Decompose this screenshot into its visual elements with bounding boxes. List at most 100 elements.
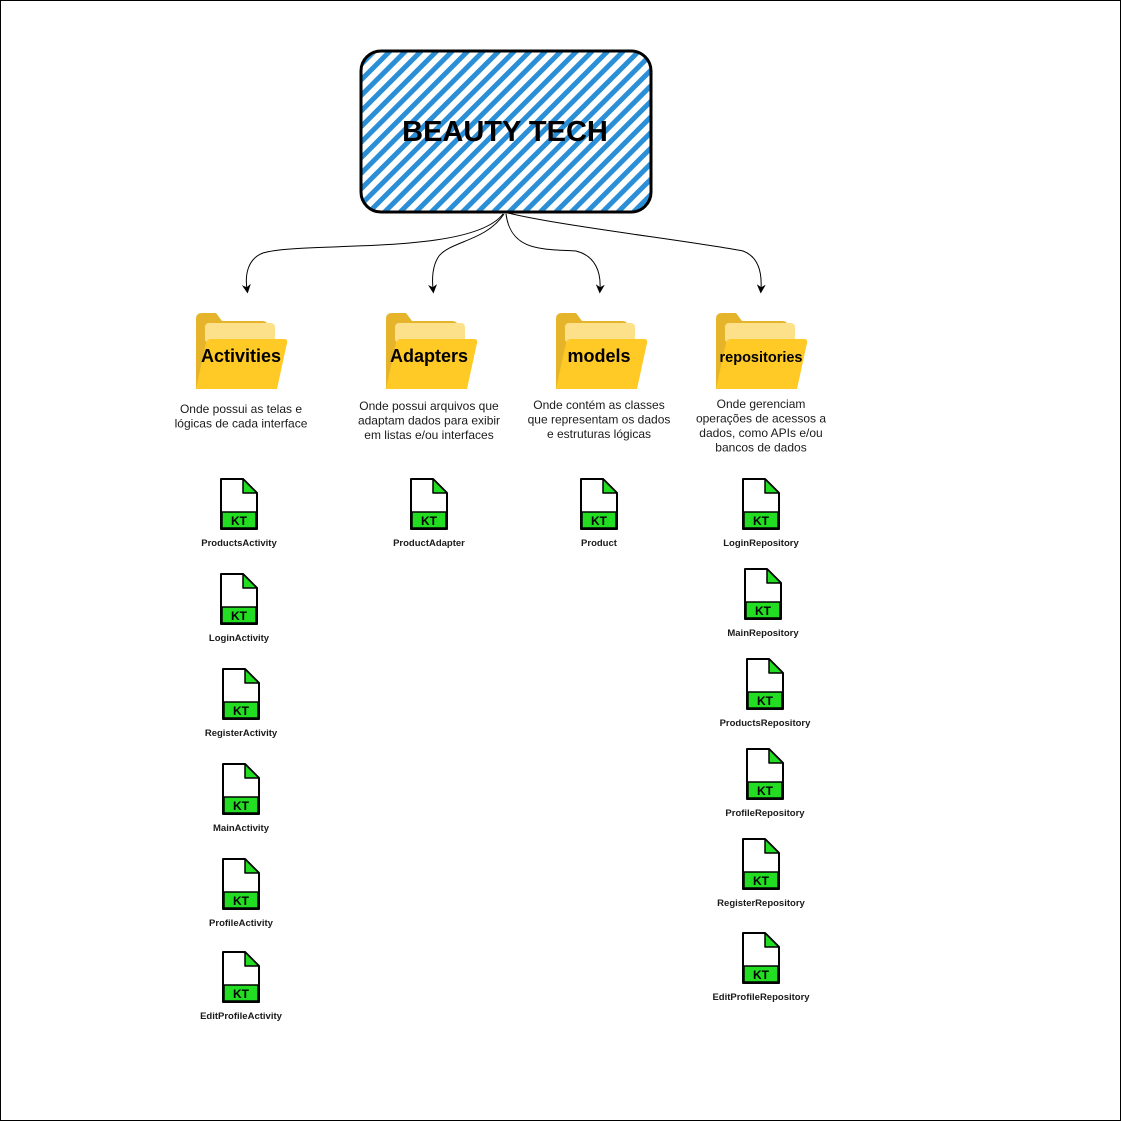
kt-badge-label: KT	[591, 514, 608, 528]
kt-badge	[743, 511, 779, 529]
kotlin-file-item: KT MainRepository	[727, 568, 799, 639]
file-corner-fold	[244, 858, 260, 874]
root-title: BEAUTY TECH	[402, 116, 608, 148]
kt-badge	[223, 796, 259, 814]
file-corner-fold	[764, 478, 780, 494]
connectors	[241, 212, 766, 294]
file-name-label: RegisterRepository	[717, 898, 805, 909]
folder-icon	[386, 313, 478, 389]
connector-arrow-repositories	[507, 212, 766, 294]
file-corner-fold	[766, 568, 782, 584]
file-name-label: RegisterActivity	[205, 728, 278, 739]
file-name-label: MainActivity	[213, 823, 270, 834]
kotlin-file-item: KT MainActivity	[213, 763, 270, 834]
folder-description-line: Onde possui arquivos que	[359, 399, 499, 413]
kotlin-file-item: KT ProductsRepository	[720, 658, 812, 729]
file-corner-fold	[768, 658, 784, 674]
connector-arrow-adapters	[428, 213, 505, 294]
kotlin-file-item: KT EditProfileActivity	[200, 951, 283, 1022]
kt-badge-label: KT	[233, 987, 250, 1001]
file-corner-fold	[768, 748, 784, 764]
connector-arrow-activities	[241, 213, 504, 294]
file-corner-fold	[432, 478, 448, 494]
kt-badge	[743, 871, 779, 889]
file-name-label: ProfileActivity	[209, 918, 274, 929]
file-corner-fold	[602, 478, 618, 494]
file-name-label: ProductsRepository	[720, 718, 812, 729]
kt-badge-label: KT	[753, 968, 770, 982]
kotlin-file-item: KT RegisterActivity	[205, 668, 278, 739]
folder-description-line: bancos de dados	[715, 441, 806, 455]
folder-front-shape	[716, 339, 808, 389]
folder-icon	[556, 313, 648, 389]
kotlin-file-item: KT EditProfileRepository	[712, 932, 810, 1003]
kt-badge	[221, 511, 257, 529]
folder-paper-shape	[565, 323, 635, 343]
folder-icon	[716, 313, 808, 389]
kotlin-file-item: KT Product	[580, 478, 618, 549]
kt-badge-label: KT	[753, 874, 770, 888]
kt-badge	[221, 606, 257, 624]
folder-paper-shape	[205, 323, 275, 343]
file-name-label: ProductAdapter	[393, 538, 465, 549]
kt-badge-label: KT	[757, 694, 774, 708]
kotlin-file-item: KT ProfileActivity	[209, 858, 274, 929]
folder-title: repositories	[720, 350, 803, 366]
kotlin-file-item: KT ProductAdapter	[393, 478, 465, 549]
kt-badge-label: KT	[233, 704, 250, 718]
kt-badge	[581, 511, 617, 529]
folder-title: Adapters	[390, 346, 468, 366]
folder-front-shape	[556, 339, 648, 389]
folder-front-shape	[386, 339, 478, 389]
kt-badge	[747, 781, 783, 799]
file-name-label: LoginActivity	[209, 633, 270, 644]
file-corner-fold	[244, 668, 260, 684]
file-name-label: MainRepository	[727, 628, 799, 639]
folder-description-line: Onde possui as telas e	[180, 402, 302, 416]
file-name-label: Product	[581, 538, 618, 549]
kt-badge	[743, 965, 779, 983]
file-name-label: ProfileRepository	[725, 808, 805, 819]
kt-badge-label: KT	[755, 604, 772, 618]
kt-badge	[745, 601, 781, 619]
kt-badge-label: KT	[231, 609, 248, 623]
folder-paper-shape	[395, 323, 465, 343]
file-corner-fold	[242, 573, 258, 589]
kt-badge-label: KT	[757, 784, 774, 798]
folder-front-shape	[196, 339, 288, 389]
folder-description-line: adaptam dados para exibir	[358, 414, 500, 428]
file-corner-fold	[242, 478, 258, 494]
folder-title: Activities	[201, 346, 281, 366]
kt-badge	[747, 691, 783, 709]
folder-description-line: que representam os dados	[528, 413, 671, 427]
file-corner-fold	[764, 932, 780, 948]
folder-description-line: lógicas de cada interface	[175, 417, 308, 431]
folder-description-line: Onde gerenciam	[717, 397, 806, 411]
folder-icon	[196, 313, 288, 389]
file-name-label: EditProfileActivity	[200, 1011, 283, 1022]
file-name-label: EditProfileRepository	[712, 992, 810, 1003]
folder-paper-shape	[725, 323, 795, 343]
kt-badge	[223, 701, 259, 719]
kt-badge-label: KT	[233, 799, 250, 813]
kt-badge	[223, 891, 259, 909]
kotlin-file-item: KT ProfileRepository	[725, 748, 805, 819]
kt-badge-label: KT	[753, 514, 770, 528]
folder-description-line: operações de acessos a	[696, 412, 826, 426]
kotlin-file-item: KT RegisterRepository	[717, 838, 806, 909]
kt-badge-label: KT	[421, 514, 438, 528]
kt-badge-label: KT	[233, 894, 250, 908]
kt-badge	[411, 511, 447, 529]
root-node: BEAUTY TECH	[359, 49, 653, 214]
folder-title: models	[567, 346, 630, 366]
kt-badge	[223, 984, 259, 1002]
file-corner-fold	[244, 951, 260, 967]
kotlin-file-item: KT LoginActivity	[209, 573, 270, 644]
file-name-label: ProductsActivity	[201, 538, 277, 549]
